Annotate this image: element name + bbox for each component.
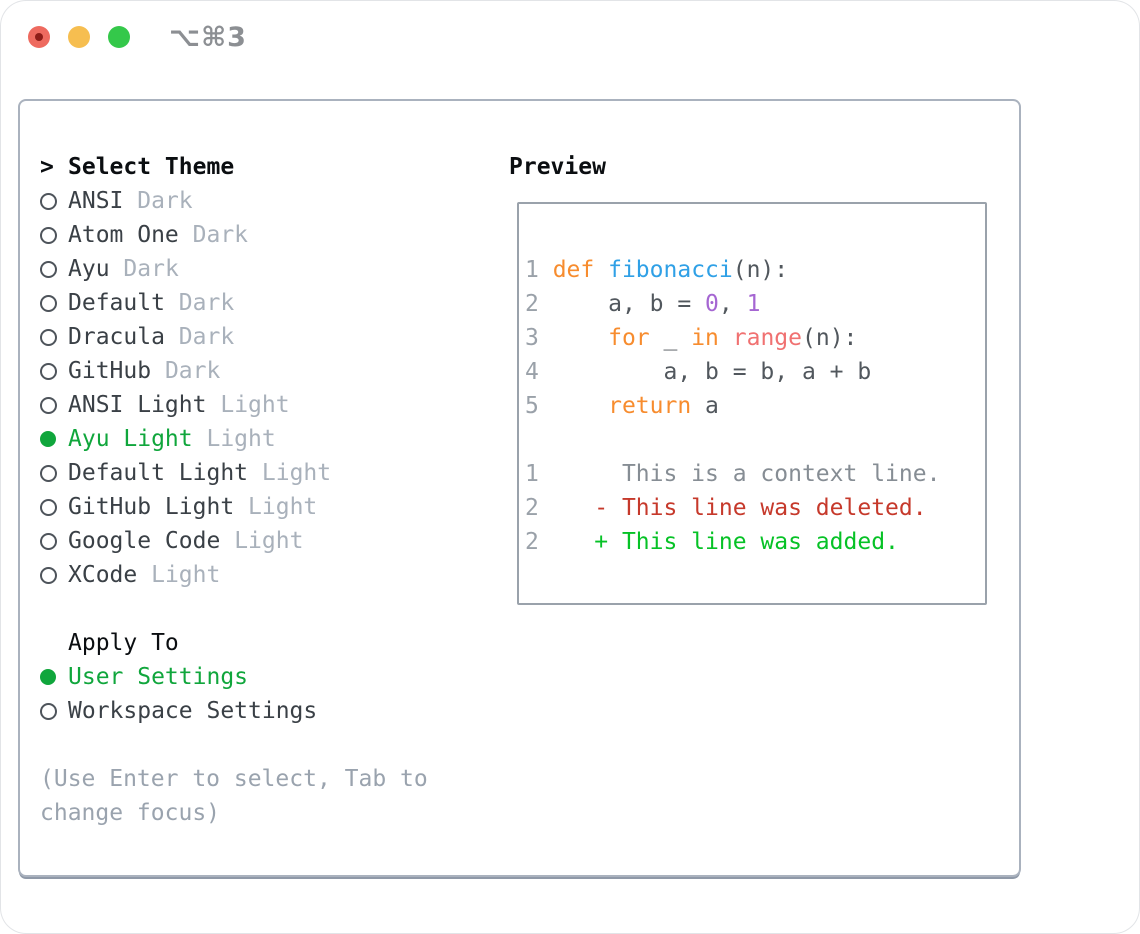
- option-label: GitHub Light Light: [68, 494, 318, 520]
- radio-icon: [40, 498, 57, 516]
- apply-to-option[interactable]: User Settings: [40, 660, 495, 694]
- radio-icon: [40, 226, 57, 244]
- option-label: ANSI Light Light: [68, 392, 290, 418]
- radio-icon: [40, 294, 57, 312]
- option-label: Dracula Dark: [68, 324, 235, 350]
- option-label: GitHub Dark: [68, 358, 221, 384]
- select-theme-label: Select Theme: [68, 154, 235, 180]
- variant-label: Dark: [192, 222, 249, 248]
- variant-label: Dark: [137, 188, 193, 214]
- diff-line: 1 This is a context line.: [525, 461, 941, 487]
- preview-box: 1 def fibonacci(n): 2 a, b = 0, 1 3 for _ …: [517, 202, 987, 605]
- variant-label: Dark: [178, 290, 235, 316]
- diff-sample: 1 This is a context line. 2 - This line w…: [525, 457, 979, 559]
- theme-option[interactable]: GitHub Dark: [40, 354, 495, 388]
- window-title: ⌥⌘3: [169, 21, 247, 53]
- variant-label: Light: [234, 528, 304, 554]
- select-theme-header: > Select Theme: [40, 150, 495, 184]
- apply-to-option[interactable]: Workspace Settings: [40, 694, 495, 728]
- radio-icon: [40, 260, 57, 278]
- option-label: Workspace Settings: [68, 698, 318, 724]
- code-line: 5 return a: [525, 393, 719, 419]
- option-label: Default Light Light: [68, 460, 332, 486]
- option-label: Ayu Dark: [68, 256, 179, 282]
- theme-option[interactable]: Google Code Light: [40, 524, 495, 558]
- apply-to-header: Apply To: [40, 626, 495, 660]
- preview-label: Preview: [509, 154, 606, 180]
- theme-option[interactable]: Default Light Light: [40, 456, 495, 490]
- help-text: (Use Enter to select, Tab to change focu…: [40, 766, 428, 826]
- minimize-button[interactable]: [68, 26, 90, 48]
- diff-line: 2 - This line was deleted.: [525, 495, 927, 521]
- titlebar: ⌥⌘3: [0, 0, 1140, 74]
- option-label: User Settings: [68, 664, 249, 690]
- variant-label: Light: [220, 392, 290, 418]
- focus-chevron-icon: >: [40, 154, 54, 180]
- option-label: Ayu Light Light: [68, 426, 276, 452]
- radio-icon: [40, 532, 57, 550]
- option-label: Google Code Light: [68, 528, 304, 554]
- radio-icon: [40, 362, 57, 380]
- theme-option[interactable]: Atom One Dark: [40, 218, 495, 252]
- theme-option[interactable]: Ayu Light Light: [40, 422, 495, 456]
- preview-column: Preview 1 def fibonacci(n): 2 a, b = 0, 1…: [509, 150, 987, 605]
- radio-icon: [40, 464, 57, 482]
- radio-icon: [40, 702, 57, 720]
- radio-selected-icon: [40, 431, 56, 447]
- traffic-lights: [0, 26, 130, 48]
- radio-icon: [40, 566, 57, 584]
- code-sample: 1 def fibonacci(n): 2 a, b = 0, 1 3 for _ …: [525, 253, 979, 423]
- code-line: 3 for _ in range(n):: [525, 325, 858, 351]
- theme-option[interactable]: ANSI Dark: [40, 184, 495, 218]
- theme-option[interactable]: Default Dark: [40, 286, 495, 320]
- theme-option[interactable]: Dracula Dark: [40, 320, 495, 354]
- code-line: 2 a, b = 0, 1: [525, 291, 761, 317]
- spacer: [40, 592, 495, 626]
- option-label: XCode Light: [68, 562, 221, 588]
- radio-selected-icon: [40, 669, 56, 685]
- radio-icon: [40, 192, 57, 210]
- theme-option[interactable]: Ayu Dark: [40, 252, 495, 286]
- spacer: [40, 728, 495, 762]
- radio-icon: [40, 328, 57, 346]
- option-label: ANSI Dark: [68, 188, 193, 214]
- radio-icon: [40, 396, 57, 414]
- theme-option[interactable]: GitHub Light Light: [40, 490, 495, 524]
- close-button[interactable]: [28, 26, 50, 48]
- diff-line: 2 + This line was added.: [525, 529, 899, 555]
- apply-to-label: Apply To: [68, 630, 179, 656]
- variant-label: Light: [248, 494, 318, 520]
- variant-label: Light: [261, 460, 332, 486]
- theme-option[interactable]: ANSI Light Light: [40, 388, 495, 422]
- theme-option[interactable]: XCode Light: [40, 558, 495, 592]
- code-line: 4 a, b = b, a + b: [525, 359, 872, 385]
- variant-label: Light: [206, 426, 276, 452]
- variant-label: Dark: [178, 324, 235, 350]
- zoom-button[interactable]: [108, 26, 130, 48]
- option-label: Default Dark: [68, 290, 235, 316]
- variant-label: Light: [151, 562, 221, 588]
- variant-label: Dark: [123, 256, 179, 282]
- option-label: Atom One Dark: [68, 222, 249, 248]
- variant-label: Dark: [164, 358, 221, 384]
- code-line: 1 def fibonacci(n):: [525, 257, 789, 283]
